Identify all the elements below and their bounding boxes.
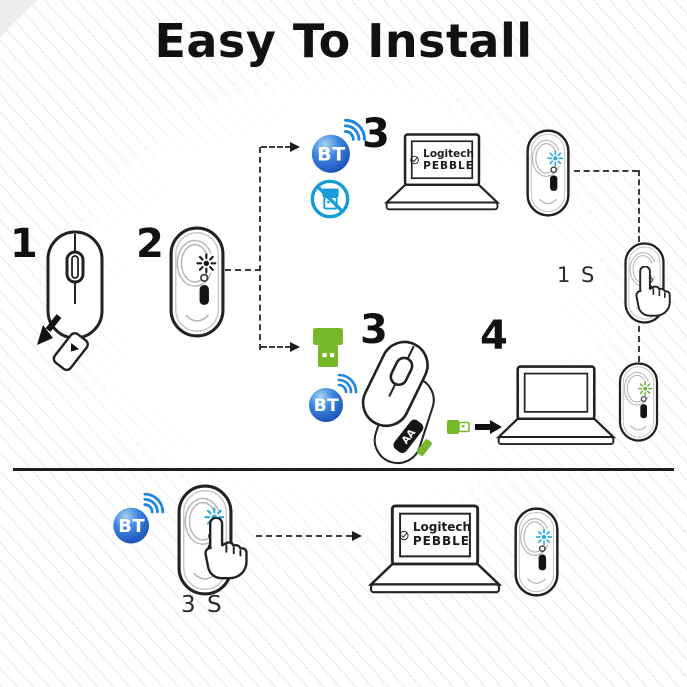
bluetooth-label: BT (118, 516, 146, 538)
step-3-receiver-number: 3 (360, 307, 388, 353)
screen-model: PEBBLE (412, 534, 471, 548)
arrowhead-bottom (352, 531, 362, 541)
arrow-down-left-icon (37, 314, 62, 345)
step-2-number: 2 (136, 221, 164, 267)
check-circle-icon (410, 155, 419, 165)
bluetooth-label: BT (317, 143, 346, 167)
connector-bottom (256, 535, 352, 537)
laptop-screen-content: Logitech PEBBLE (410, 143, 474, 177)
press-duration-1s: 1 S (557, 263, 597, 287)
screen-brand: Logitech (412, 520, 471, 535)
section-divider (13, 468, 674, 471)
bluetooth-icon: BT (304, 118, 369, 176)
laptop-screen-content-bottom: Logitech PEBBLE (399, 516, 471, 554)
no-receiver-needed-icon (309, 178, 351, 220)
mouse-top-shell (361, 340, 429, 428)
press-duration-3s: 3 S (181, 592, 224, 618)
arrowhead-receiver (290, 342, 300, 352)
arrowhead-bluetooth (290, 142, 300, 152)
connector-branch (259, 147, 261, 350)
connector-right-2 (638, 170, 640, 242)
check-circle-icon (399, 530, 409, 540)
status-light-on (196, 253, 217, 274)
mouse-bottom-view-blue-light-bottom (513, 507, 560, 597)
usb-receiver-small-icon (447, 420, 470, 434)
screen-brand: Logitech (423, 147, 474, 160)
connector-to-bluetooth (261, 146, 291, 148)
mouse-open-battery-receiver: AA (361, 340, 435, 465)
connector-right-1 (574, 170, 638, 172)
arrow-right-icon (475, 420, 502, 434)
stored-receiver (416, 439, 432, 456)
mouse-bottom-view-power-on (169, 226, 225, 338)
connector-to-receiver (261, 346, 291, 348)
mouse-top-view-pull-tab (37, 230, 104, 372)
screen-model: PEBBLE (423, 160, 474, 172)
step-1-number: 1 (10, 221, 38, 267)
status-light-green (638, 381, 653, 396)
bluetooth-icon-alt: BT (302, 373, 360, 425)
bluetooth-icon-bottom: BT (106, 492, 167, 547)
bluetooth-label: BT (313, 396, 340, 416)
connector-right-3 (638, 326, 640, 362)
mouse-bottom-view-blue-light (524, 129, 572, 217)
step-4-number: 4 (480, 313, 508, 359)
page-title: Easy To Install (154, 14, 533, 68)
connector-step2 (225, 269, 261, 271)
status-light-blue (547, 150, 564, 167)
laptop-receiver (494, 364, 618, 451)
status-light-blue (535, 528, 553, 546)
usb-receiver-icon (310, 327, 346, 371)
hand-press-icon (194, 517, 248, 580)
mouse-bottom-view-green-light (617, 362, 660, 442)
hand-press-icon (627, 266, 671, 317)
step-3-bluetooth-number: 3 (362, 111, 390, 157)
battery-pull-tab (52, 332, 89, 372)
